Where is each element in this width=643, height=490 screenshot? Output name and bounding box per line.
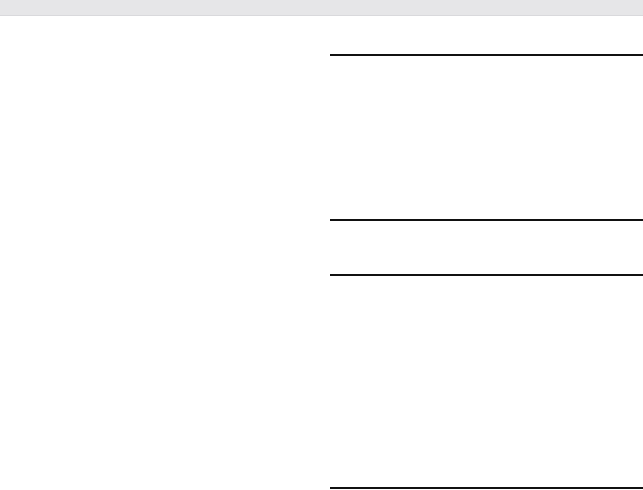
section-1-top-rule	[330, 54, 643, 56]
section-3-bottom-rule	[330, 487, 643, 489]
section-1	[330, 56, 643, 219]
section-3-top-rule	[330, 274, 643, 276]
section-3	[330, 276, 643, 487]
top-bar	[0, 0, 643, 16]
section-2	[330, 221, 643, 274]
section-2-top-rule	[330, 219, 643, 221]
left-pane	[0, 16, 328, 490]
right-pane	[328, 16, 643, 490]
